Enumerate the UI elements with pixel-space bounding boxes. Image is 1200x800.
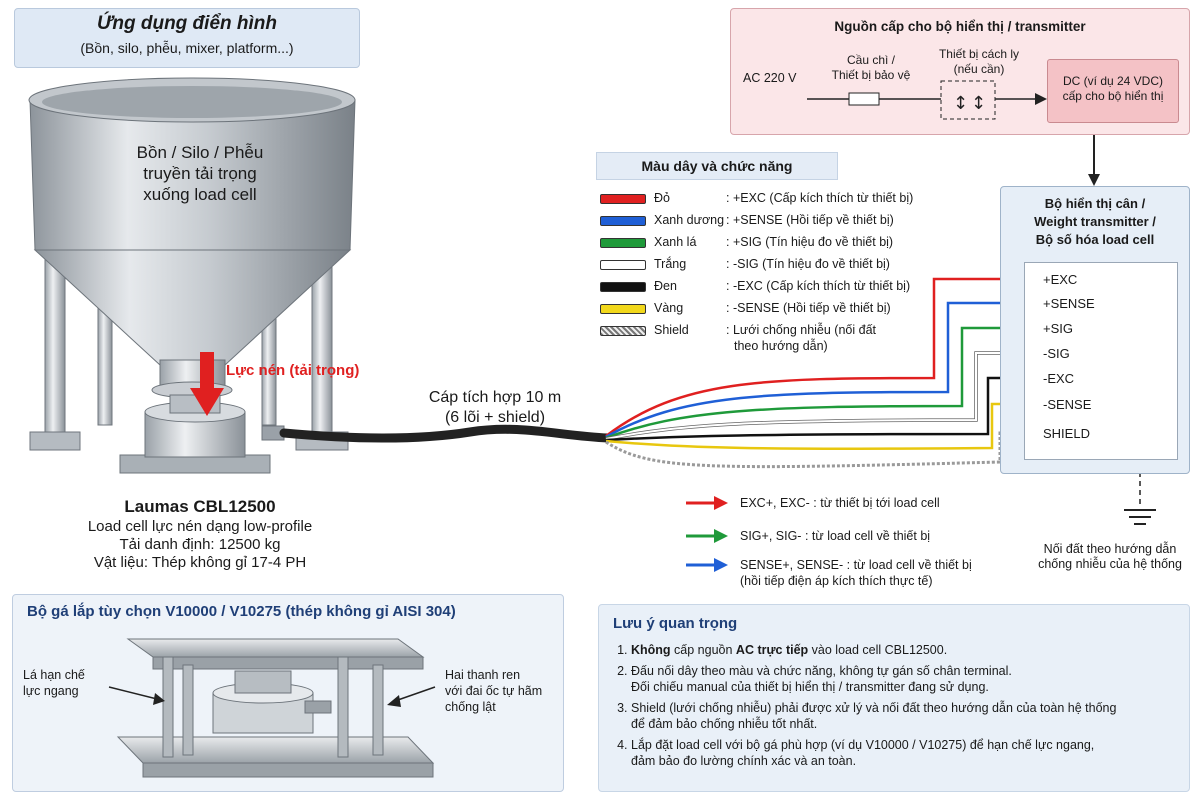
fuse-label: Cầu chì / Thiết bị bảo vệ [831,53,911,82]
note-item-2: Đấu nối dây theo màu và chức năng, không… [631,663,1189,695]
wire-yellow [605,402,1014,450]
direction-arrow-green-icon [686,529,728,543]
note-item-3: Shield (lưới chống nhiễu) phải được xử l… [631,700,1189,732]
wire-black [605,376,1014,442]
mount-left-label: Lá hạn chế lực ngang [23,668,85,698]
swatch-white [600,260,646,270]
terminal-exc-minus: -EXC [1043,371,1075,386]
swatch-red [600,194,646,204]
terminal-sig-plus: +SIG [1043,321,1073,336]
swatch-black [600,282,646,292]
mounting-kit-title: Bộ gá lắp tùy chọn V10000 / V10275 (thép… [27,603,456,620]
terminal-shield: SHIELD [1043,426,1090,441]
legend-list: Đỏ : +EXC (Cấp kích thích từ thiết bị) X… [598,190,938,370]
main-cable [279,424,613,443]
ground-icon [1124,509,1156,525]
swatch-blue [600,216,646,226]
loadcell-model: Laumas CBL12500 [124,497,276,516]
legend-title: Màu dây và chức năng [596,152,838,180]
svg-text:↕: ↕ [971,93,986,114]
application-subtitle: (Bồn, silo, phễu, mixer, platform...) [80,40,294,56]
ground-label: Nối đất theo hướng dẫn chống nhiễu của h… [1038,542,1182,571]
mounting-kit-box: Bộ gá lắp tùy chọn V10000 / V10275 (thép… [12,594,564,792]
power-line-arrow-icon [1035,93,1047,105]
important-notes-box: Lưu ý quan trọng Không cấp nguồn AC trực… [598,604,1190,792]
cable-label: Cáp tích hợp 10 m (6 lõi + shield) [428,389,562,426]
isolator-icon [940,80,996,120]
terminal-sense-minus: -SENSE [1043,397,1092,412]
power-ac-label: AC 220 V [743,71,797,85]
power-arrow-icon [1088,174,1100,186]
terminal-exc-plus: +EXC [1043,272,1078,287]
terminal-block: +EXC +SENSE +SIG -SIG -EXC -SENSE SHIELD [1024,262,1178,460]
dc-supply-box: DC (ví dụ 24 VDC) cấp cho bộ hiển thị [1047,59,1179,123]
silo-top-opening [42,86,342,118]
wire-blue [605,301,1014,439]
swatch-shield [600,326,646,336]
direction-sig-label: SIG+, SIG- : từ load cell về thiết bị [740,529,931,543]
terminal-sig-minus: -SIG [1043,346,1070,361]
note-item-1: Không cấp nguồn AC trực tiếp vào load ce… [631,642,1189,658]
note-item-4: Lắp đặt load cell với bộ gá phù hợp (ví … [631,737,1189,769]
svg-text:↕: ↕ [953,93,968,114]
power-line-svg: ↕ ↕ [807,80,1047,120]
force-arrow-icon [190,352,224,416]
wire-white [605,352,1014,440]
power-title: Nguồn cấp cho bộ hiển thị / transmitter [834,19,1086,34]
mount-right-label: Hai thanh ren với đai ốc tự hãm chống lậ… [445,668,543,714]
notes-list: Không cấp nguồn AC trực tiếp vào load ce… [613,642,1189,769]
direction-arrow-red-icon [686,496,728,510]
force-label: Lực nén (tải trọng) [226,362,360,379]
wire-red [605,277,1014,437]
wire-shield [605,431,1014,469]
terminal-sense-plus: +SENSE [1043,296,1095,311]
power-supply-box: Nguồn cấp cho bộ hiển thị / transmitter … [730,8,1190,135]
mounting-kit-illustration [108,638,436,778]
application-title-box: Ứng dụng điển hình (Bồn, silo, phễu, mix… [14,8,360,68]
silo-illustration [28,77,356,474]
tank-description: Bồn / Silo / Phễu truyền tải trọng xuống… [136,143,264,204]
swatch-yellow [600,304,646,314]
swatch-green [600,238,646,248]
wire-green [605,326,1014,440]
transmitter-title: Bộ hiển thị cân / Weight transmitter / B… [1034,196,1156,247]
silo-foot-left [29,431,81,451]
loadcell-info: Laumas CBL12500 Load cell lực nén dạng l… [60,496,340,572]
notes-title: Lưu ý quan trọng [613,615,738,632]
direction-sense-label: SENSE+, SENSE- : từ load cell về thiết b… [740,558,972,588]
direction-arrow-blue-icon [686,558,728,572]
direction-exc-label: EXC+, EXC- : từ thiết bị tới load cell [740,496,940,510]
isolator-label: Thiết bị cách ly (nếu cần) [938,47,1020,76]
fuse-icon [848,92,880,106]
application-title: Ứng dụng điển hình [97,13,277,34]
